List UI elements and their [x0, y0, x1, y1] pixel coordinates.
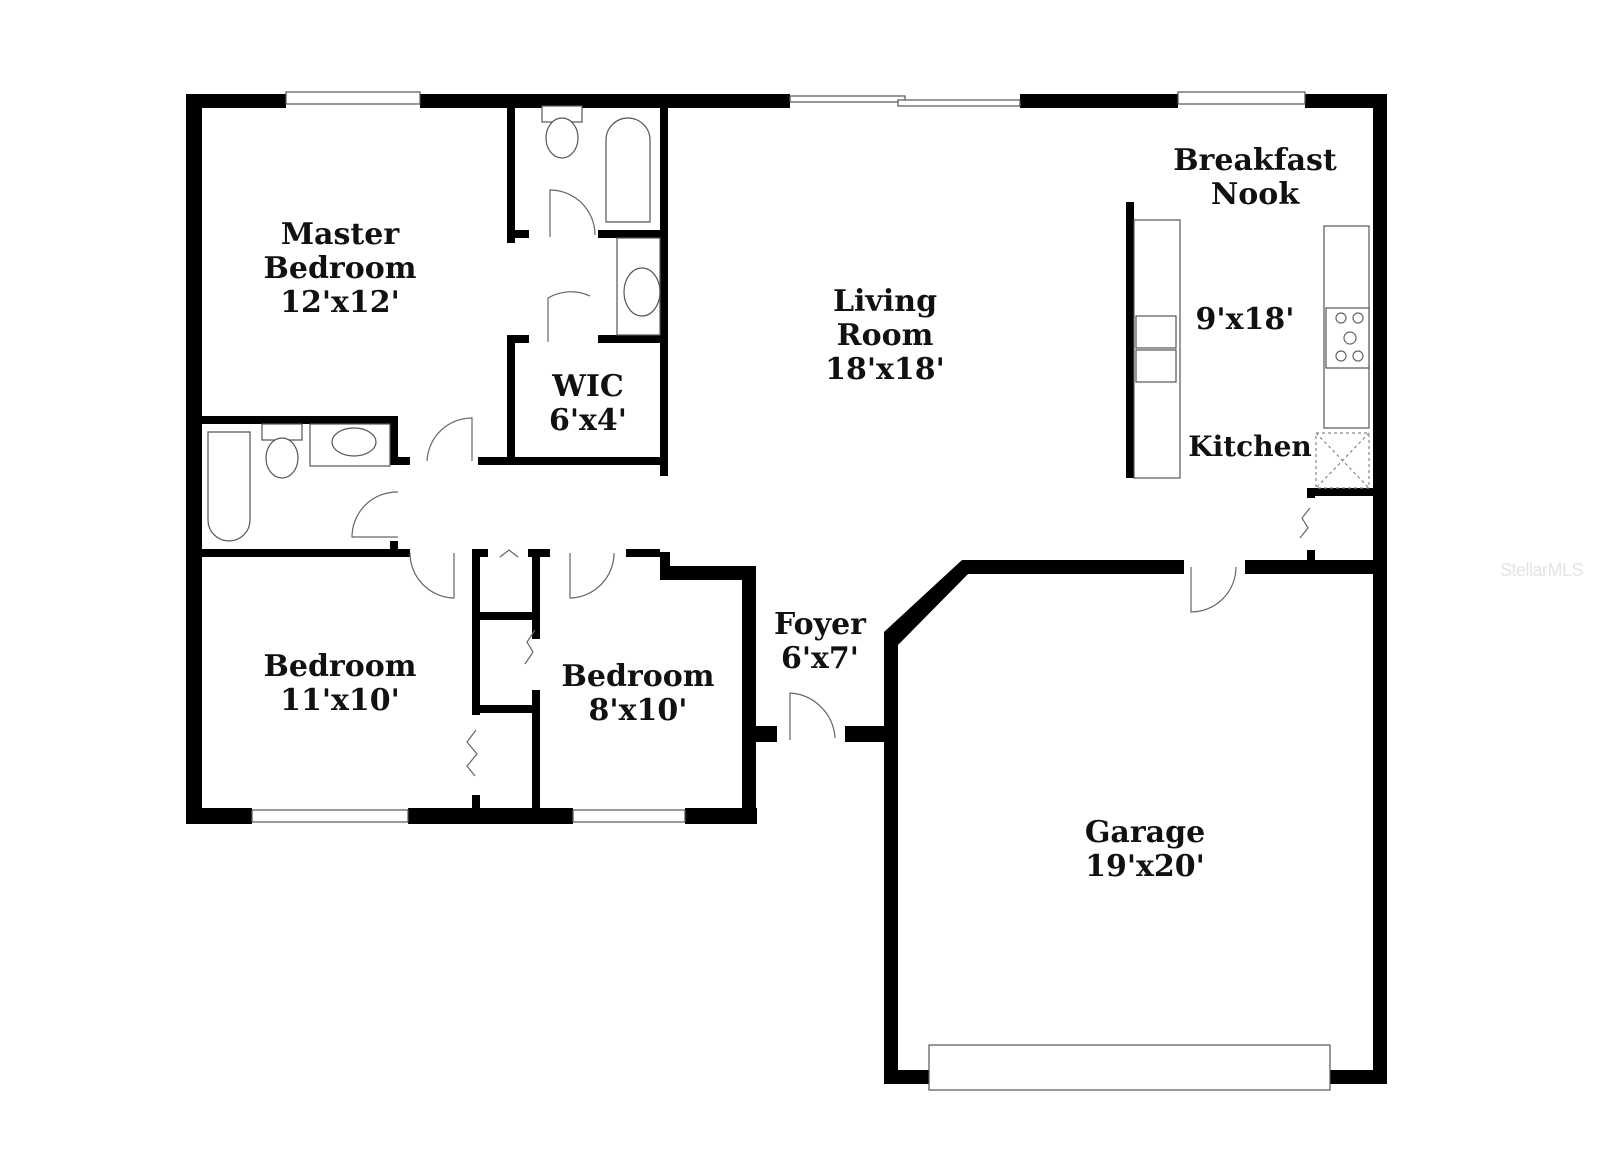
room-dimensions: 12'x12' [280, 285, 400, 320]
room-name: Bedroom [561, 659, 715, 694]
room-dimensions: 8'x10' [588, 693, 688, 728]
room-label-breakfast-nook: Breakfast Nook [1150, 144, 1360, 212]
room-label-bedroom-2: Bedroom 11'x10' [250, 650, 430, 718]
room-name: Nook [1210, 177, 1300, 212]
room-name: WIC [552, 369, 624, 404]
room-label-foyer: Foyer 6'x7' [760, 608, 880, 676]
room-label-kitchen: Kitchen [1188, 430, 1312, 463]
windows [251, 91, 1331, 1091]
room-name: Room [836, 318, 934, 353]
room-name: Bedroom [263, 649, 417, 684]
room-name: Breakfast [1173, 143, 1337, 178]
room-label-master-bedroom: Master Bedroom 12'x12' [250, 218, 430, 320]
room-name: Bedroom [263, 251, 417, 286]
fixtures [207, 105, 1370, 542]
room-label-bedroom-3: Bedroom 8'x10' [548, 660, 728, 728]
room-name: Garage [1084, 815, 1206, 850]
room-label-living-room: Living Room 18'x18' [795, 285, 975, 387]
room-dimensions: 11'x10' [280, 683, 400, 718]
room-dimensions: 19'x20' [1085, 849, 1205, 884]
room-label-wic: WIC 6'x4' [528, 370, 648, 438]
room-label-garage: Garage 19'x20' [1060, 816, 1230, 884]
room-name: Master [280, 217, 400, 252]
exterior-walls [186, 94, 1387, 1084]
room-dimensions: 6'x7' [780, 641, 859, 676]
room-dimensions: 18'x18' [825, 352, 945, 387]
room-name: Foyer [774, 607, 866, 642]
room-dimensions: 6'x4' [548, 403, 627, 438]
room-dimensions-kitchen: 9'x18' [1195, 302, 1295, 337]
interior-walls [202, 106, 1387, 810]
room-name: Living [832, 284, 938, 319]
watermark: StellarMLS [1500, 560, 1584, 580]
doors [351, 189, 1311, 777]
